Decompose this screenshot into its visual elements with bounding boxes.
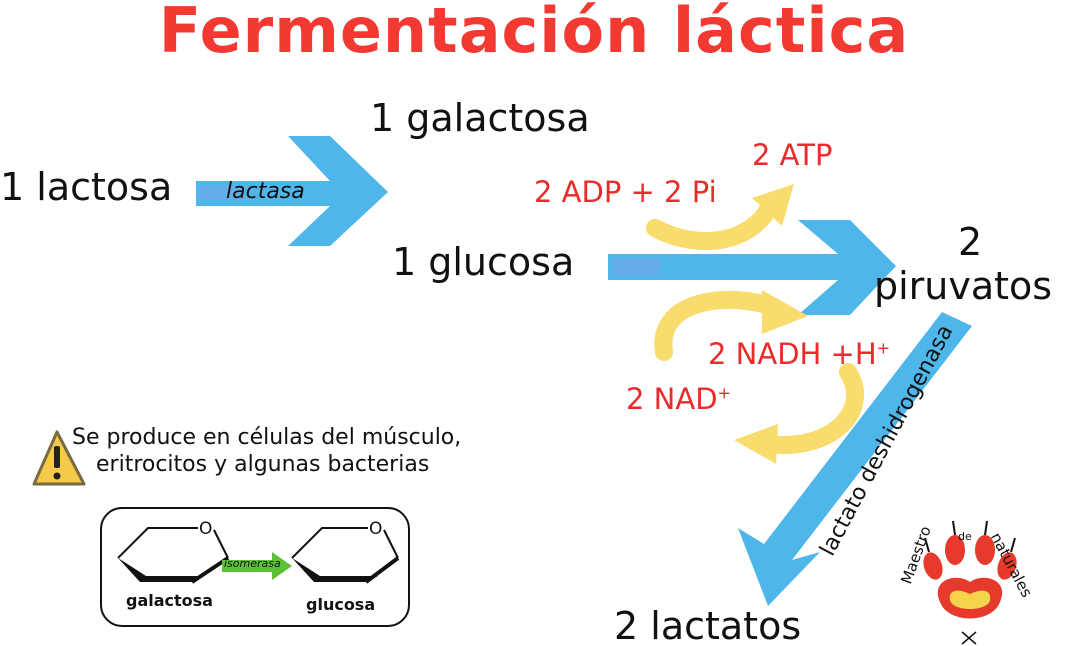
note-text: Se produce en células del músculo, eritr… (72, 424, 461, 478)
logo-word-de: de (958, 530, 972, 543)
warning-icon (32, 430, 86, 486)
isomerase-box (100, 507, 410, 627)
galactose-label: 1 galactosa (370, 96, 590, 140)
glucose-ring (291, 527, 400, 584)
galactose-ring-oxygen: O (199, 519, 213, 539)
adp-label: 2 ADP + 2 Pi (534, 175, 717, 209)
glucose-arrow (608, 220, 896, 315)
note-line-1: Se produce en células del músculo, (72, 425, 462, 450)
atp-curve-arrow (646, 184, 794, 251)
glucose-ring-oxygen: O (369, 519, 383, 539)
atp-label: 2 ATP (752, 138, 833, 172)
page-title: Fermentación láctica (158, 0, 910, 67)
nadh-text: 2 NADH +H (708, 337, 877, 371)
lactate-arrow (738, 312, 972, 606)
lactase-arrow (196, 136, 388, 246)
lactase-label: lactasa (226, 179, 305, 204)
isomerase-arrow (222, 552, 292, 580)
isomerase-label: isomerasa (224, 557, 281, 570)
nadh-curve-arrow (654, 290, 808, 361)
pyruvate-label: piruvatos (874, 264, 1053, 308)
lactose-label: 1 lactosa (0, 165, 173, 209)
note-line-2: eritrocitos y algunas bacterias (96, 452, 430, 477)
nadh-label: 2 NADH +H+ (708, 337, 890, 371)
lactate-label: 2 lactatos (614, 604, 802, 646)
nad-curve-arrow (734, 363, 864, 464)
galactose-ring-label: galactosa (126, 591, 213, 610)
pyruvate-count: 2 (958, 220, 983, 264)
glucose-label: 1 glucosa (392, 240, 575, 284)
glucose-ring-label: glucosa (306, 595, 376, 614)
nadh-superscript: + (876, 338, 891, 358)
paw-logo-icon (923, 520, 1017, 645)
nad-label: 2 NAD+ (626, 382, 731, 416)
nad-superscript: + (717, 383, 731, 403)
nad-text: 2 NAD (626, 382, 718, 416)
